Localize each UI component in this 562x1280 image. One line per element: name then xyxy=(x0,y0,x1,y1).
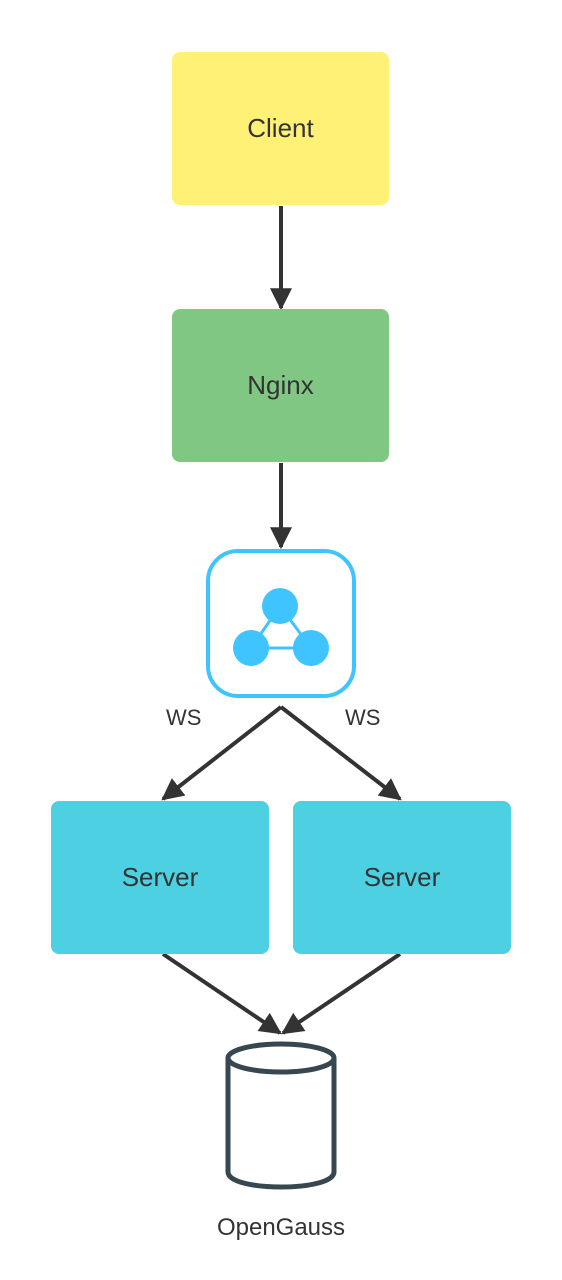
server-left-node: Server xyxy=(51,801,269,954)
server-left-label: Server xyxy=(121,862,199,892)
edge-label-ws-right: WS xyxy=(345,705,381,730)
server-right-node: Server xyxy=(293,801,511,954)
database-label: OpenGauss xyxy=(216,1214,346,1241)
edge-server-right-to-database xyxy=(281,952,402,1035)
edge-server-left-to-database xyxy=(161,952,282,1035)
client-label: Client xyxy=(247,113,314,143)
edge-label-ws-left: WS xyxy=(166,705,202,730)
nginx-node: Nginx xyxy=(172,309,389,462)
database-cylinder-icon xyxy=(225,1041,337,1190)
edge-gateway-to-server-right xyxy=(279,705,402,801)
triangle-network-icon xyxy=(206,549,356,698)
server-right-label: Server xyxy=(363,862,441,892)
client-node: Client xyxy=(172,52,389,205)
nginx-label: Nginx xyxy=(247,370,314,400)
